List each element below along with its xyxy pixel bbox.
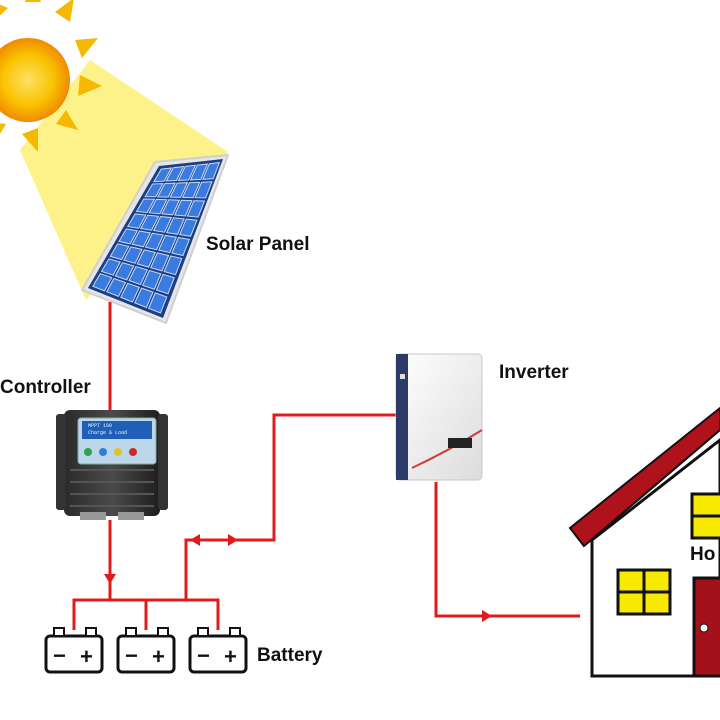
solar-cell: [139, 214, 160, 231]
controller-display-line2: Charge & Load: [88, 430, 128, 436]
wire-arrows: [104, 534, 492, 622]
battery-plus: +: [152, 644, 165, 669]
battery-icon: [44, 627, 104, 674]
solar-cell: [189, 163, 209, 181]
solar-cell: [178, 218, 198, 237]
solar-cell: [173, 199, 193, 217]
solar-cell: [194, 181, 213, 199]
solar-cell: [114, 262, 135, 281]
battery-minus: −: [197, 643, 210, 668]
battery-bank: − + − + − +: [44, 627, 248, 674]
house-label: Ho: [690, 544, 716, 565]
solar-cell: [165, 217, 185, 235]
wiring: [72, 302, 580, 630]
controller-display-line1: MPPT 100: [88, 423, 113, 429]
solar-cell: [165, 165, 185, 182]
inverter-icon: [395, 353, 483, 481]
solar-cell: [106, 277, 127, 298]
solar-cell: [152, 167, 173, 183]
controller-label: Controller: [0, 377, 91, 398]
solar-cell: [148, 292, 168, 314]
wire-inverter-house: [434, 482, 580, 618]
solar-cell: [134, 287, 154, 309]
sun-icon: [0, 0, 102, 152]
battery-minus: −: [53, 643, 66, 668]
arrow-left: [190, 534, 200, 546]
wire-bus-inverter: [184, 413, 396, 600]
arrow-to-house: [482, 610, 492, 622]
solar-cell: [202, 162, 221, 180]
house-icon: [568, 406, 720, 678]
solar-cell: [181, 181, 201, 199]
solar-cell: [144, 232, 165, 251]
solar-cell: [177, 164, 197, 181]
solar-cell: [186, 200, 206, 218]
solar-cell: [144, 183, 164, 198]
solar-cell: [109, 243, 130, 261]
charge-controller-icon: [56, 410, 168, 520]
solar-cell: [100, 258, 121, 276]
arrow-down: [104, 574, 116, 584]
solar-cell: [123, 246, 143, 264]
inverter-label: Inverter: [499, 362, 569, 383]
solar-cell: [128, 266, 148, 286]
solar-cell: [120, 282, 140, 303]
battery-plus: +: [80, 644, 93, 669]
solar-cell: [157, 234, 178, 254]
battery-label: Battery: [257, 645, 323, 666]
solar-cell: [135, 198, 156, 214]
solar-cell: [136, 249, 157, 268]
solar-cell: [148, 198, 168, 215]
solar-cell: [92, 273, 113, 292]
solar-cell: [118, 228, 139, 245]
solar-cell: [171, 236, 191, 257]
solar-cell: [163, 255, 183, 276]
battery-plus: +: [224, 644, 237, 669]
solar-cell: [156, 182, 176, 198]
solar-cell: [161, 199, 181, 216]
battery-icon: [188, 627, 248, 674]
solar-cell: [131, 230, 152, 248]
battery-minus: −: [125, 643, 138, 668]
arrow-right: [228, 534, 238, 546]
solar-cell: [155, 273, 175, 295]
solar-cell: [142, 269, 162, 290]
solar-cell: [169, 182, 189, 198]
solar-cell: [150, 252, 170, 272]
solar-panel-label: Solar Panel: [206, 234, 310, 255]
controller-display: MPPT 100 Charge & Load: [84, 421, 156, 439]
solar-cell: [126, 213, 147, 229]
battery-icon: [116, 627, 176, 674]
solar-panel-icon: [80, 153, 230, 325]
solar-cell: [152, 215, 173, 233]
